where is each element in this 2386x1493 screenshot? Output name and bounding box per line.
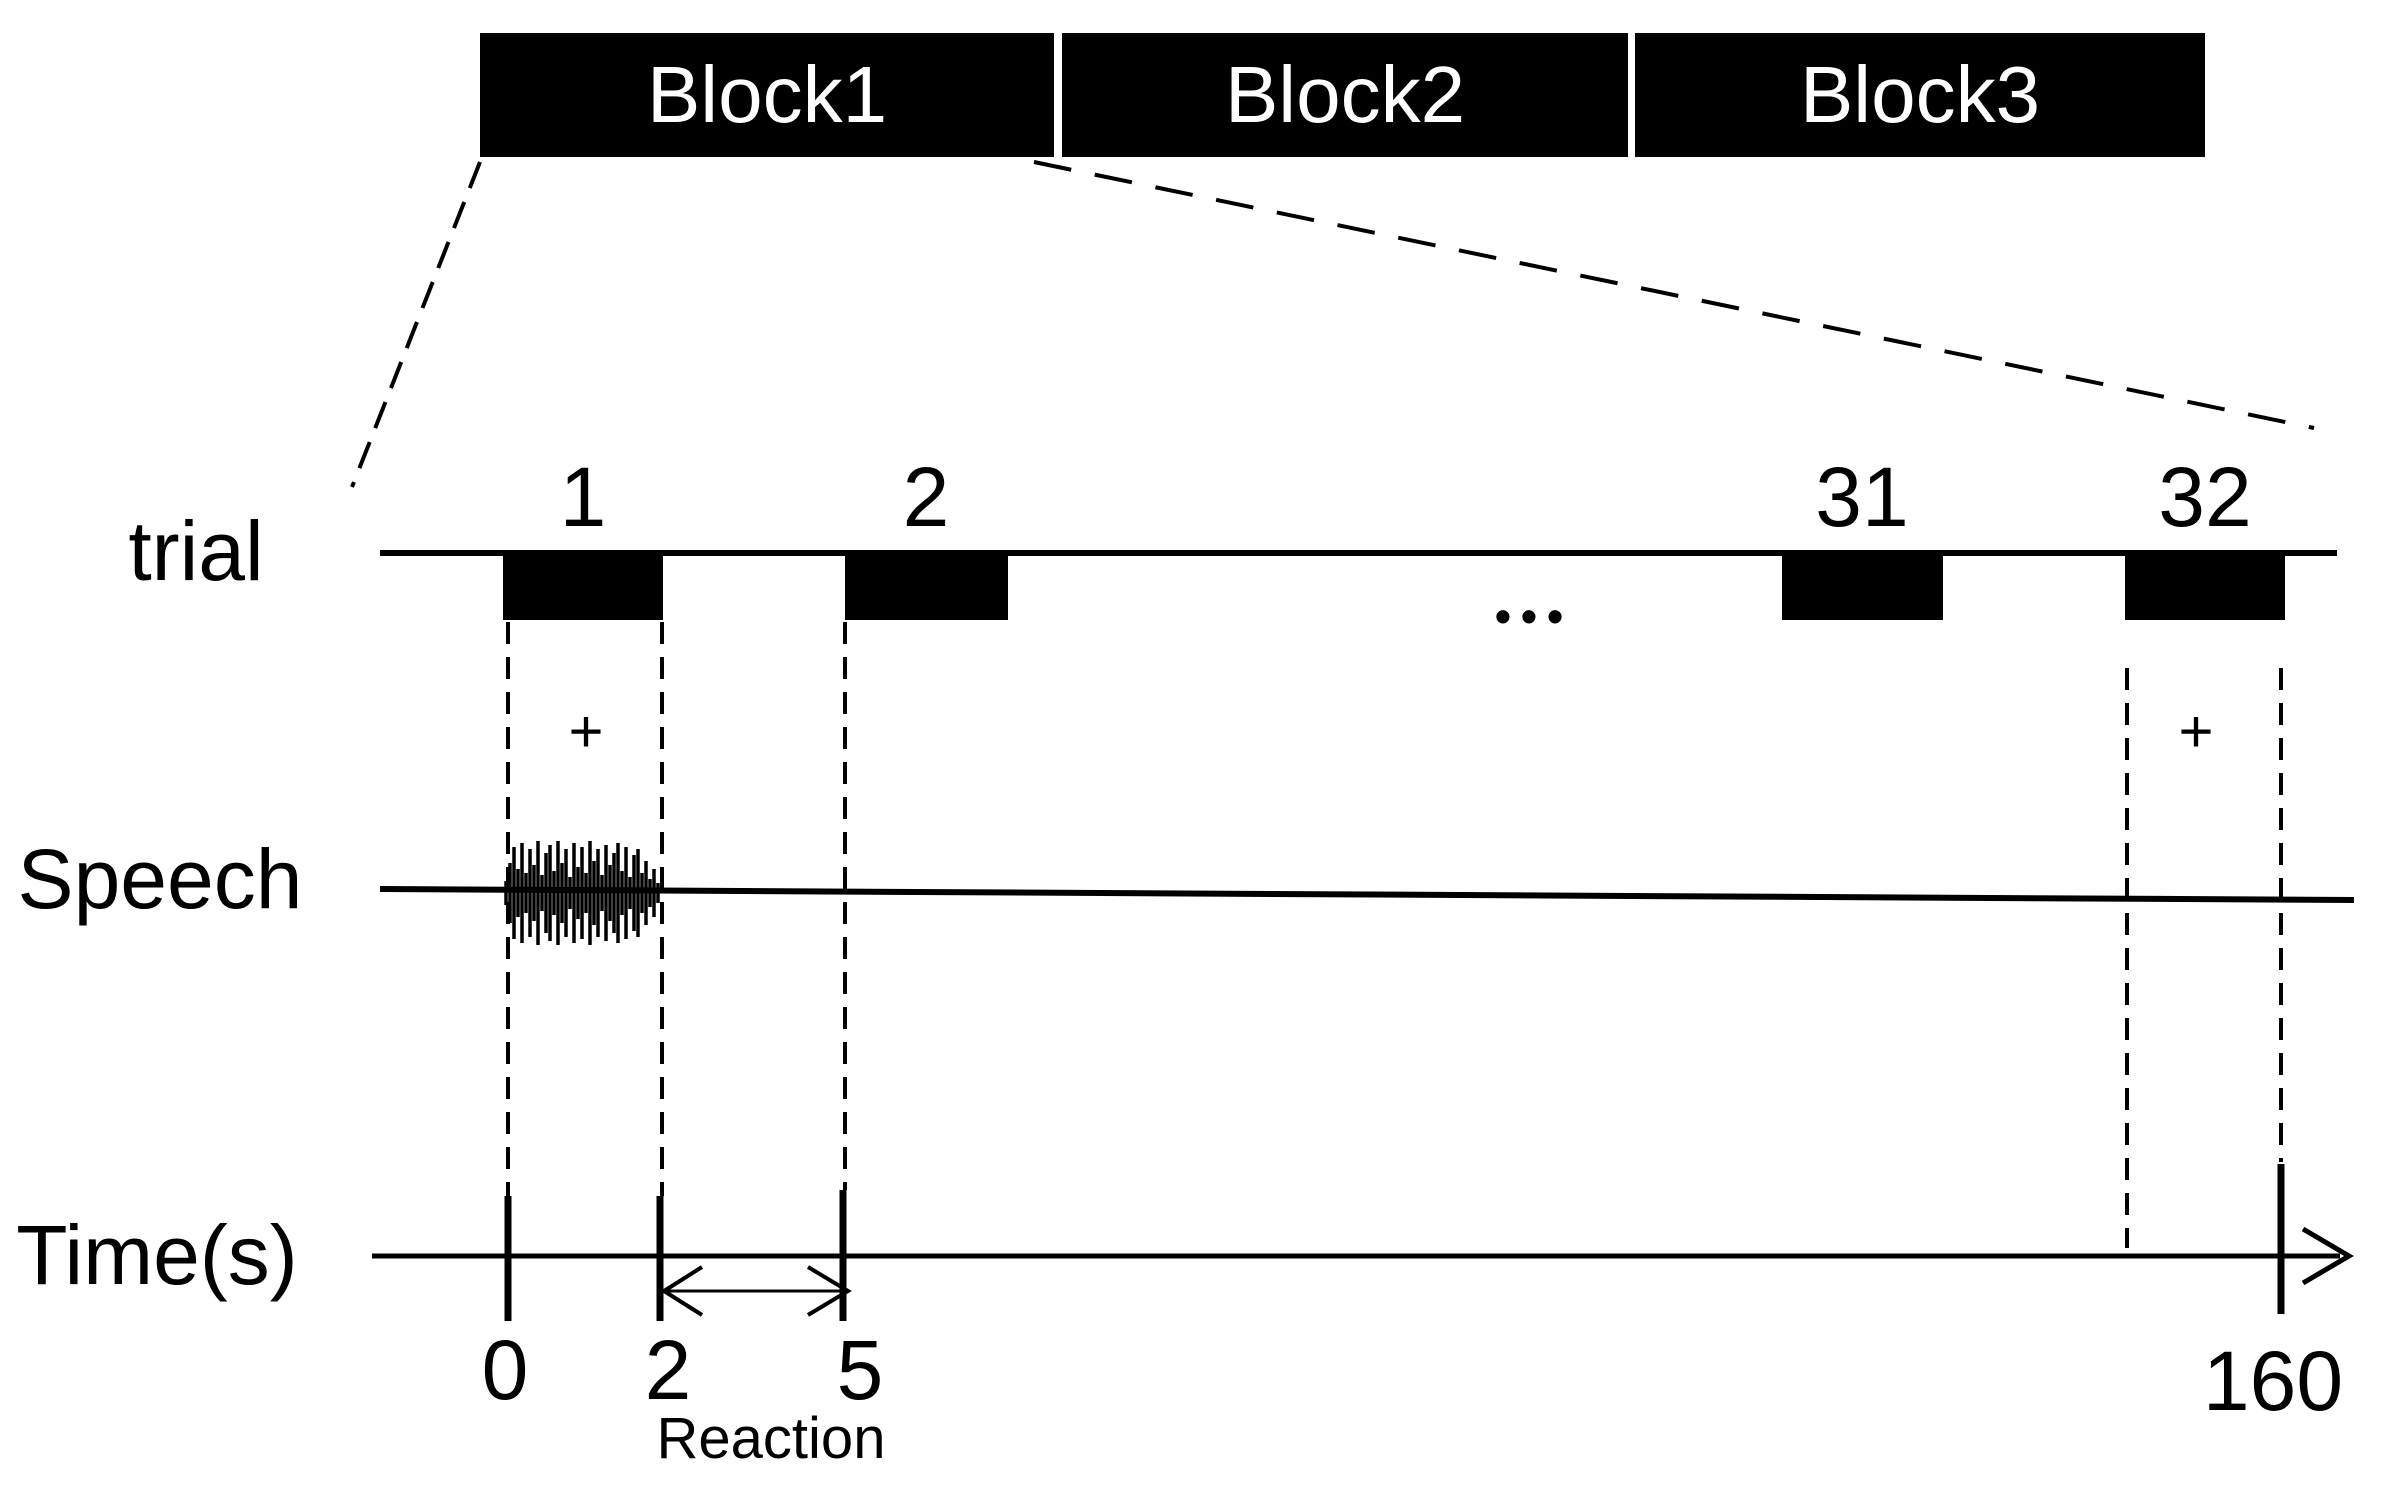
speech-row-label: Speech: [18, 832, 303, 926]
block3-label: Block3: [1800, 50, 2040, 139]
tick-label-0: 0: [482, 1323, 529, 1417]
speech-baseline: [379, 886, 2355, 903]
reaction-label: Reaction: [657, 1406, 886, 1471]
tick-label-160: 160: [2203, 1334, 2343, 1428]
block3-box: [1635, 33, 2205, 157]
fixation-cross-trial32: +: [2178, 698, 2213, 765]
trial-row-label: trial: [128, 504, 263, 598]
trial1-number: 1: [560, 450, 607, 544]
time-axis-arrowhead-icon: [2301, 1226, 2354, 1286]
block-sequence: Block1 Block2 Block3: [480, 33, 2205, 157]
trial32-number: 32: [2158, 450, 2251, 544]
block1-box: [480, 33, 1054, 157]
trial31-number: 31: [1815, 450, 1908, 544]
reaction-arrowhead-right-icon: [806, 1265, 852, 1317]
reaction-interval-arrow: [660, 1265, 852, 1317]
zoom-guide-right-line: [1033, 160, 2315, 430]
fixation-cross-trial1: +: [568, 698, 603, 765]
zoom-guide-left-line: [350, 161, 482, 488]
trial32-box: [2125, 556, 2285, 620]
block2-label: Block2: [1225, 50, 1465, 139]
trial2-box: [845, 556, 1008, 620]
time-row-label: Time(s): [16, 1208, 298, 1302]
tick-label-2: 2: [645, 1323, 692, 1417]
tick-label-5: 5: [837, 1323, 884, 1417]
speech-waveform: [504, 841, 660, 945]
trial31-box: [1782, 556, 1943, 620]
block1-label: Block1: [647, 50, 887, 139]
block2-box: [1062, 33, 1628, 157]
trial2-number: 2: [903, 450, 950, 544]
reaction-arrowhead-left-icon: [660, 1265, 704, 1317]
ellipsis-dots: •••: [1495, 590, 1573, 642]
trial1-box: [503, 556, 663, 620]
